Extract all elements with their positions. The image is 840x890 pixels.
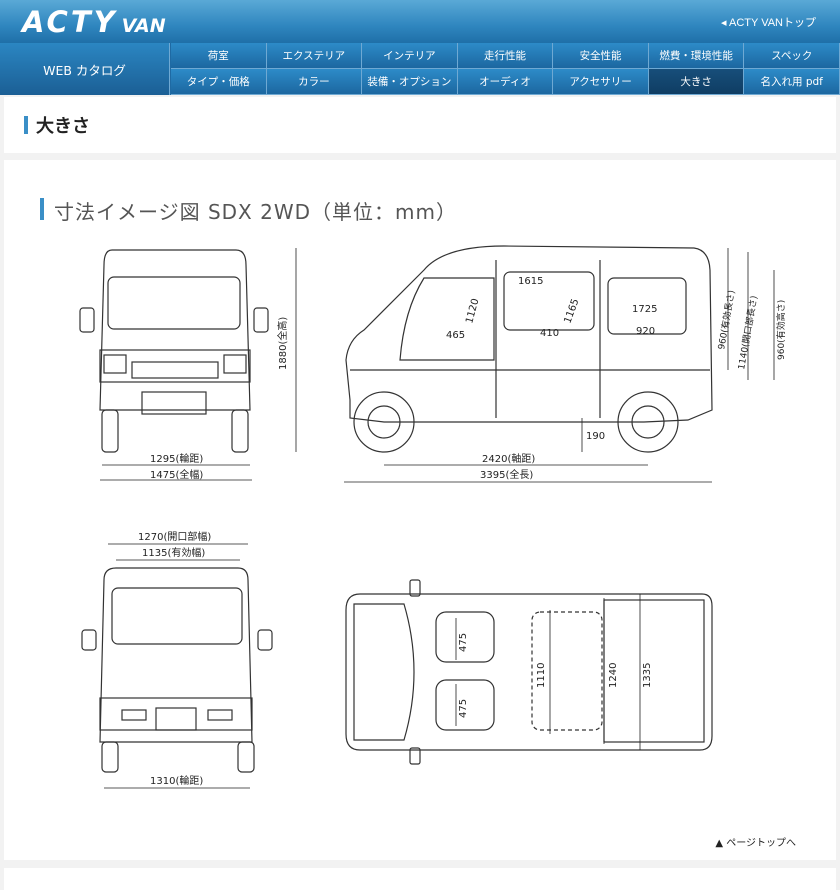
dim-opening-width: 1270(開口部幅) <box>138 530 211 543</box>
nav-item-types-price[interactable]: タイプ・価格 <box>171 69 267 95</box>
dim-920: 920 <box>636 326 655 337</box>
nav-item-pdf[interactable]: 名入れ用 pdf <box>744 69 840 95</box>
dim-length-total: 3395(全長) <box>480 468 533 481</box>
dim-1120: 1120 <box>464 297 481 324</box>
nav-item-color[interactable]: カラー <box>266 69 363 95</box>
dim-465: 465 <box>446 330 465 341</box>
nav-item-safety[interactable]: 安全性能 <box>553 43 649 69</box>
nav-item-cargo[interactable]: 荷室 <box>171 43 267 69</box>
logo-van: VAN <box>121 15 166 37</box>
brand-bar: ACTY VAN ◂ ACTY VANトップ <box>0 0 840 43</box>
dim-wheelbase: 2420(軸距) <box>482 452 535 465</box>
page-top-link[interactable]: ▲ ページトップへ <box>715 838 796 849</box>
acty-van-logo[interactable]: ACTY VAN <box>22 5 166 39</box>
nav-item-accessories[interactable]: アクセサリー <box>553 69 649 95</box>
dim-seat-475-a: 475 <box>458 633 469 652</box>
catalog-nav: WEB カタログ 荷室 エクステリア インテリア 走行性能 安全性能 燃費・環境… <box>0 43 840 95</box>
page-title: 大きさ <box>36 116 90 137</box>
dim-410: 410 <box>540 328 559 339</box>
dimension-diagram: 1880(全高) 1295(輪距) 1475(全幅) 2420(軸距) 3395… <box>79 245 787 789</box>
front-view-drawing <box>79 249 269 453</box>
dim-1725: 1725 <box>632 304 657 315</box>
dim-effective-width: 1135(有効幅) <box>142 546 205 559</box>
nav-item-size[interactable]: 大きさ <box>648 69 745 95</box>
section-subtitle: 寸法イメージ図 SDX 2WD（単位：mm） <box>54 200 457 224</box>
dim-floor-1335: 1335 <box>642 663 653 688</box>
dim-960-effective-length: 960(有効長さ) <box>715 289 737 350</box>
dim-floor-1110: 1110 <box>536 663 547 688</box>
main-content: 寸法イメージ図 SDX 2WD（単位：mm） <box>4 160 836 860</box>
dim-960-effective-height: 960(有効高さ) <box>775 300 787 360</box>
top-view-drawing <box>345 579 713 765</box>
web-catalog-label[interactable]: WEB カタログ <box>0 43 170 95</box>
nav-item-fuel[interactable]: 燃費・環境性能 <box>648 43 745 69</box>
dim-ground-clearance: 190 <box>586 431 605 442</box>
dim-1140-opening-length: 1140(開口部長さ) <box>735 295 760 371</box>
dim-width-total: 1475(全幅) <box>150 468 203 481</box>
dim-1615: 1615 <box>518 276 543 287</box>
title-accent <box>24 116 28 134</box>
dim-seat-475-b: 475 <box>458 699 469 718</box>
rear-view-drawing <box>81 567 273 773</box>
dim-tread-front: 1295(輪距) <box>150 452 203 465</box>
logo-acty: ACTY <box>22 5 118 39</box>
subtitle-accent <box>40 198 44 220</box>
page-title-box: 大きさ <box>4 97 836 153</box>
nav-item-spec[interactable]: スペック <box>744 43 840 69</box>
dim-height-total: 1880(全高) <box>276 317 289 370</box>
acty-van-top-link[interactable]: ◂ ACTY VANトップ <box>721 17 816 29</box>
side-view-drawing <box>345 245 713 453</box>
footer-strip <box>4 868 836 890</box>
dim-tread-rear: 1310(輪距) <box>150 774 203 787</box>
nav-item-equipment[interactable]: 装備・オプション <box>362 69 458 95</box>
nav-grid: 荷室 エクステリア インテリア 走行性能 安全性能 燃費・環境性能 スペック タ… <box>171 43 840 95</box>
nav-item-exterior[interactable]: エクステリア <box>266 43 363 69</box>
nav-item-audio[interactable]: オーディオ <box>457 69 554 95</box>
nav-item-interior[interactable]: インテリア <box>362 43 458 69</box>
dim-1165: 1165 <box>562 297 581 325</box>
nav-item-driving[interactable]: 走行性能 <box>457 43 554 69</box>
dim-floor-1240: 1240 <box>608 663 619 688</box>
